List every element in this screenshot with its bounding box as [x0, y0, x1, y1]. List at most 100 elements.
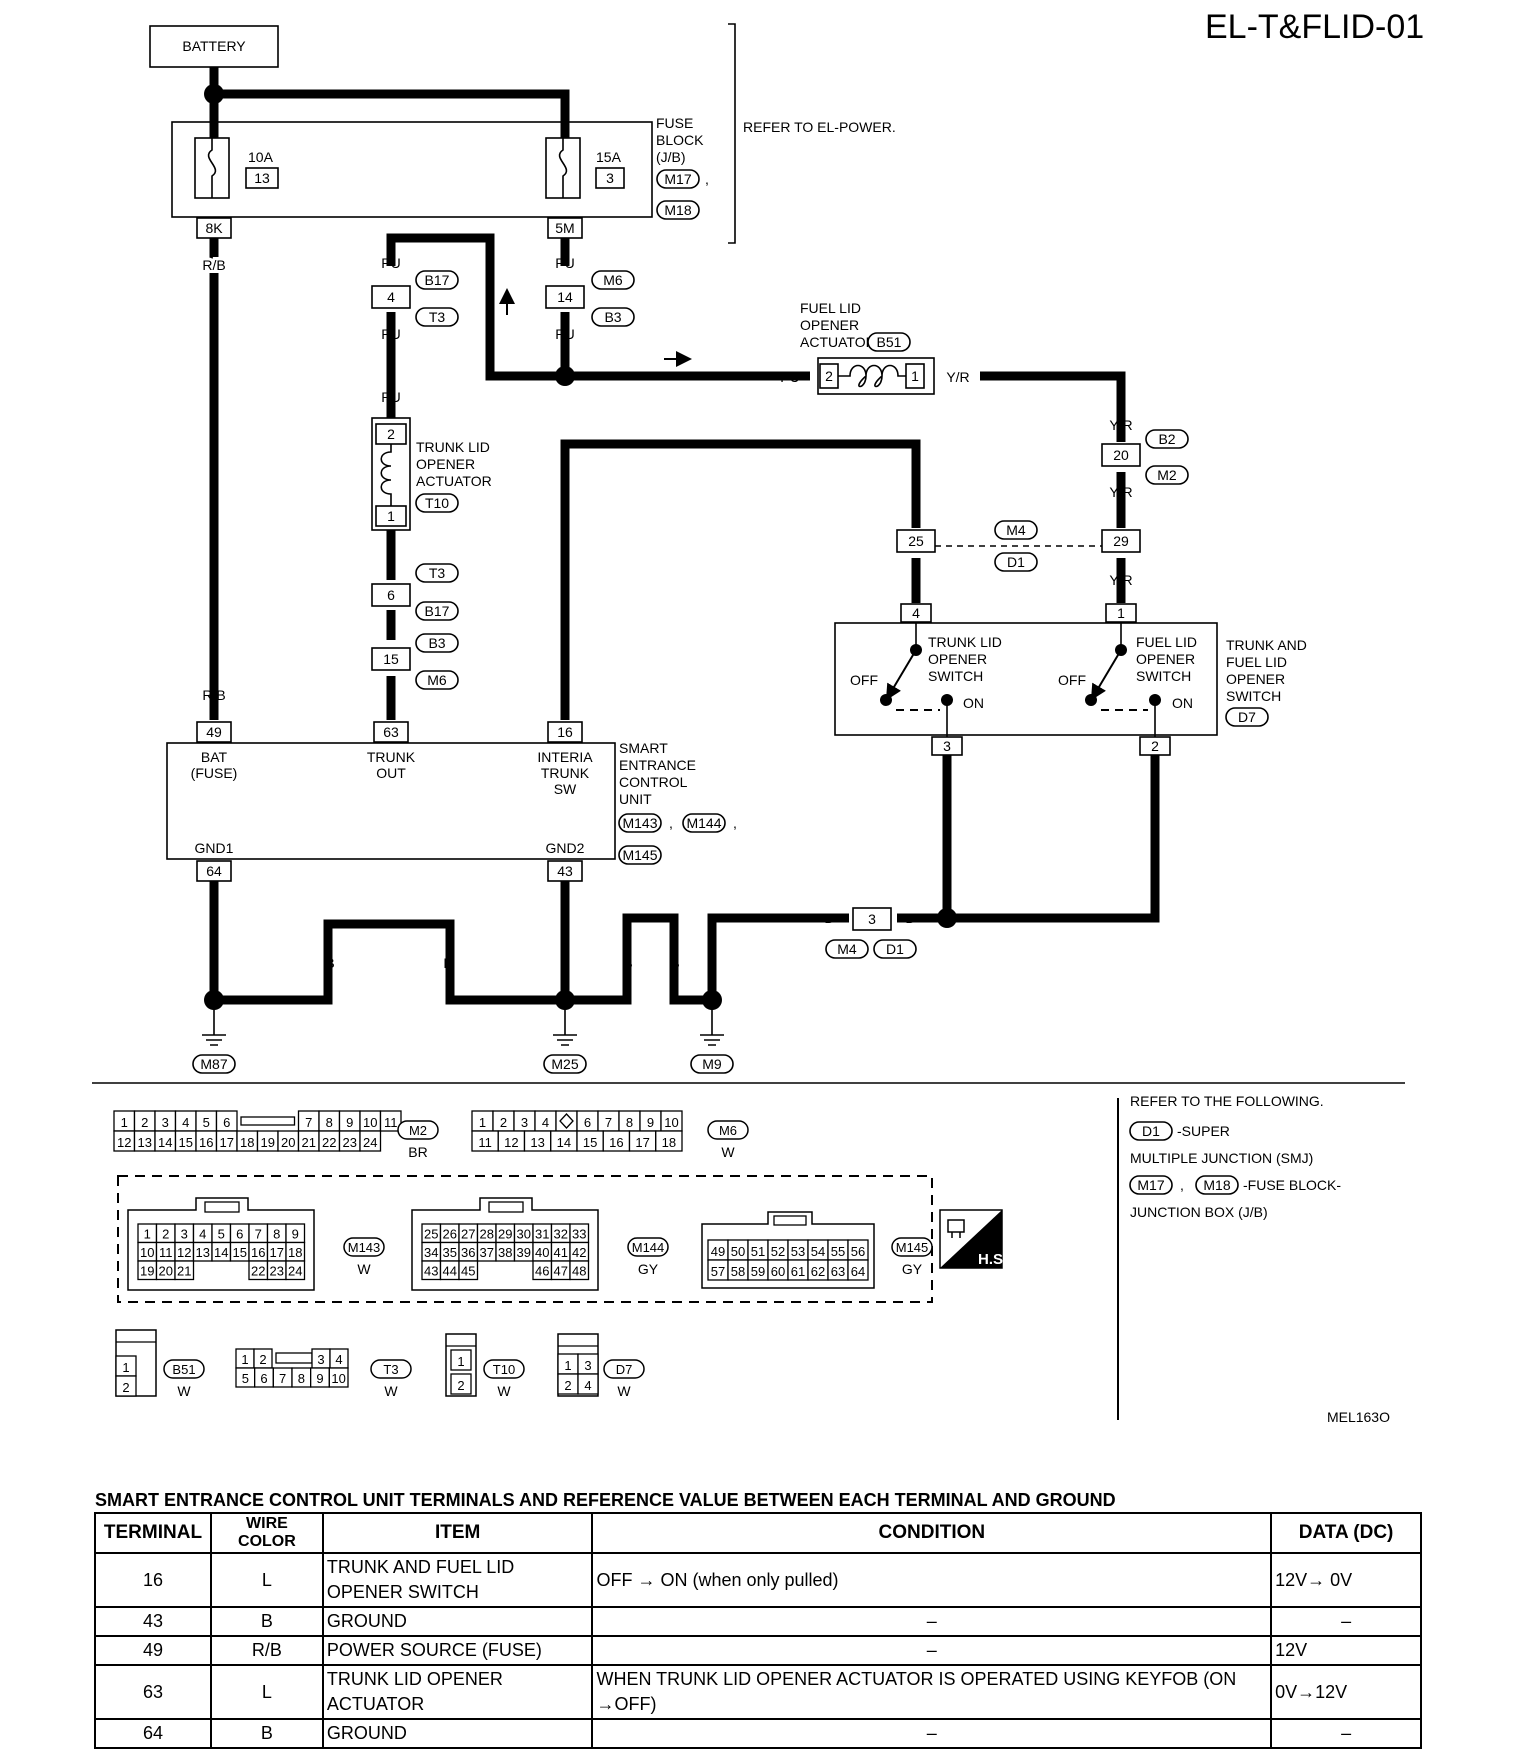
wire-color-label: B: [443, 955, 452, 971]
wire-color-label: B: [1150, 777, 1159, 793]
connector-tag-label: D1: [886, 941, 904, 957]
pin-cell: [359, 1130, 382, 1152]
pin-cell: [450, 1349, 472, 1371]
pin-number: 52: [771, 1244, 785, 1259]
pin-label: 25: [908, 533, 924, 549]
pin-number: 4: [584, 1378, 591, 1393]
header-terminal: TERMINAL: [94, 1512, 212, 1554]
connector-face-m6: 123456789101112131415161718M6W: [471, 1110, 749, 1160]
pin-number: 13: [530, 1135, 544, 1150]
pin-cell: [655, 1130, 683, 1152]
connector-pin-box: [545, 285, 585, 309]
connector-tag-label: T10: [493, 1362, 515, 1377]
switch-lever: [1090, 649, 1122, 701]
connector-tag-label: M144: [632, 1240, 665, 1255]
fuse-right-symbol: [558, 138, 568, 198]
pin-number: 15: [233, 1245, 247, 1260]
cell-wire: L: [209, 1552, 324, 1608]
connector-tag: [603, 1359, 645, 1379]
control-unit-interia-1: INTERIA: [537, 749, 593, 765]
connector-pin-box: [371, 285, 411, 309]
table-row: 49 R/B POWER SOURCE (FUSE) – 12V: [94, 1635, 1422, 1666]
pin-number: 47: [554, 1264, 568, 1279]
connector-tag-m18: [656, 200, 700, 220]
connector-tag-d1: [873, 939, 917, 959]
pin-number: 22: [322, 1135, 336, 1150]
pin-label: 2: [387, 426, 395, 442]
connector-tag-b17: [415, 270, 459, 290]
wire-color-label: B: [325, 955, 334, 971]
switch-off-label: OFF: [1058, 672, 1086, 688]
wire-color-label: B: [942, 777, 951, 793]
connector-pin-box: [547, 860, 583, 882]
cell-item: TRUNK LID OPENER ACTUATOR: [321, 1664, 594, 1720]
pin-number: 8: [326, 1115, 333, 1130]
pin-number: 7: [305, 1115, 312, 1130]
pin-cell: [450, 1373, 472, 1395]
pin-label: 2: [1151, 738, 1159, 754]
pin-number: 44: [443, 1264, 457, 1279]
connector-pin-box: [852, 907, 892, 931]
wire-color-label: B: [707, 955, 716, 971]
connector-tag-label: M144: [686, 815, 721, 831]
connector-tag-label: T3: [429, 565, 446, 581]
control-unit-bat-2: (FUSE): [191, 765, 238, 781]
control-unit-gnd1: GND1: [195, 840, 234, 856]
pin-number: 27: [461, 1227, 475, 1242]
wire-color-label: B: [560, 955, 569, 971]
pin-number: 51: [751, 1244, 765, 1259]
connector-tag: [163, 1359, 205, 1379]
pin-number: 2: [564, 1378, 571, 1393]
pin-number: 62: [811, 1264, 825, 1279]
connector-pin-box: [196, 721, 232, 743]
pin-number: 18: [240, 1135, 254, 1150]
wire-color-label: R/B: [202, 257, 225, 273]
header-data: DATA (DC): [1270, 1512, 1422, 1554]
connector-tag: [891, 1237, 933, 1257]
fuel-switch-label-1: FUEL LID: [1136, 634, 1197, 650]
pin-number: 3: [317, 1352, 324, 1367]
pin-number: 41: [554, 1245, 568, 1260]
pin-number: 19: [140, 1264, 154, 1279]
battery-box: [149, 25, 279, 68]
pin-number: 14: [214, 1245, 228, 1260]
pin-number: 38: [498, 1245, 512, 1260]
pin-label: 2: [825, 368, 833, 384]
hs-label: H.S.: [978, 1251, 1007, 1268]
pin-label: 43: [557, 863, 573, 879]
pin-number: 16: [251, 1245, 265, 1260]
pin-number: 7: [255, 1227, 262, 1242]
cell-item: GROUND: [321, 1718, 594, 1749]
pin-label: 3: [943, 738, 951, 754]
pin-number: 12: [117, 1135, 131, 1150]
pin-number: 1: [564, 1358, 571, 1373]
pin-label: 16: [557, 724, 573, 740]
connector-tag-b17: [415, 601, 459, 621]
connector-tag-t10: [415, 493, 459, 513]
pin-cell: [285, 1260, 306, 1281]
cell-data: 12V→ 0V: [1270, 1552, 1422, 1608]
connector-tag-m18: [1195, 1175, 1239, 1195]
pin-label: 3: [868, 911, 876, 927]
connector-tag-b3: [415, 633, 459, 653]
coil-icon: [838, 364, 906, 388]
pin-label: 64: [206, 863, 222, 879]
wire-color-label: Y/R: [1109, 572, 1132, 588]
connector-tag-label: T3: [383, 1362, 398, 1377]
fuel-lid-actuator-label-1: FUEL LID: [800, 300, 861, 316]
cell-condition: –: [591, 1718, 1273, 1749]
connector-color: BR: [408, 1144, 427, 1160]
connector-pin-box: [896, 529, 936, 553]
pin-cell: [328, 1367, 349, 1388]
wire-color-label: L: [561, 687, 569, 703]
cell-item: GROUND: [321, 1606, 594, 1637]
connector-tag-label: M143: [348, 1240, 381, 1255]
trunk-lid-actuator-label-3: ACTUATOR: [416, 473, 492, 489]
pin-number: 5: [242, 1371, 249, 1386]
fuel-lid-actuator-label-2: OPENER: [800, 317, 859, 333]
connector-tag-label: M6: [719, 1123, 737, 1138]
pin-number: 43: [424, 1264, 438, 1279]
